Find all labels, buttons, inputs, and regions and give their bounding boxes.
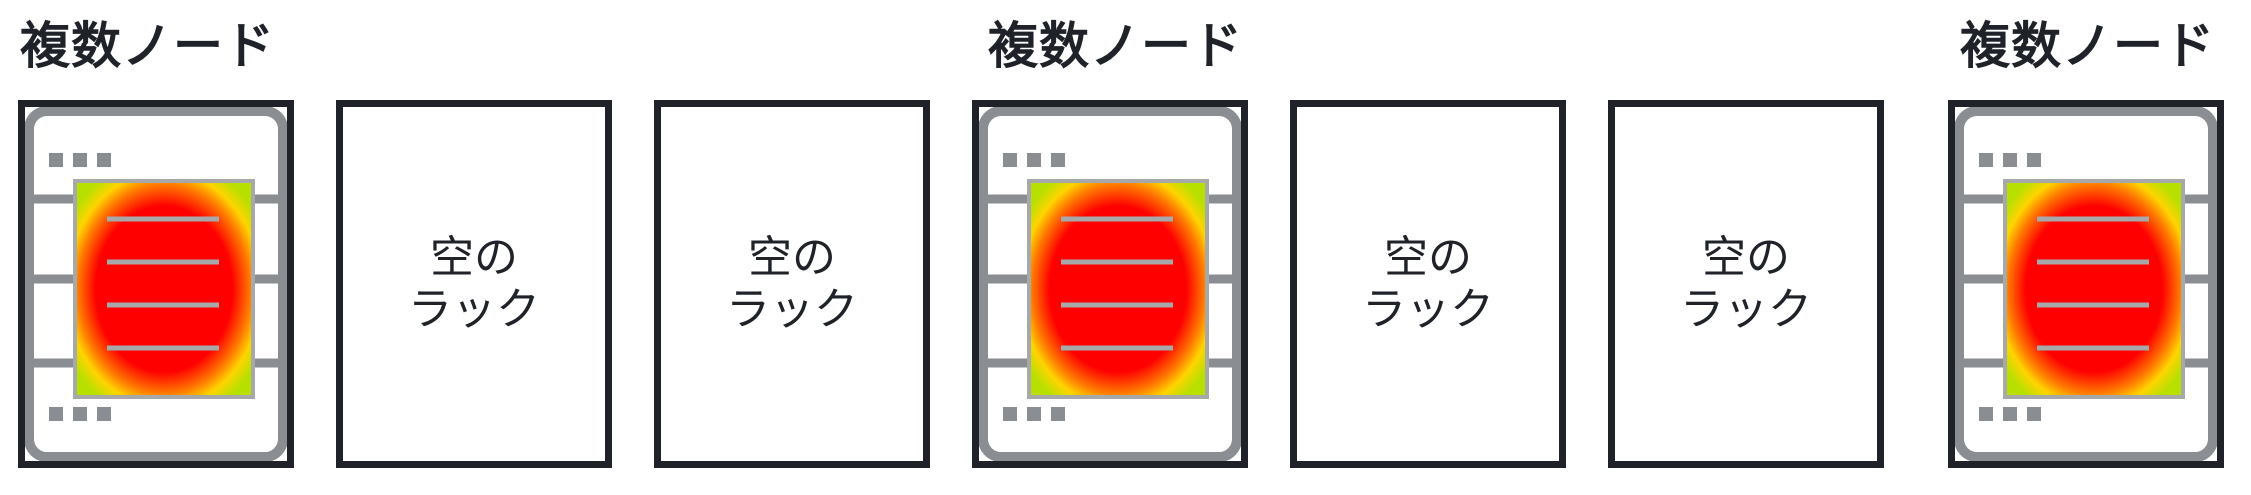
group-label-2: 複数ノード — [988, 17, 1243, 75]
group-label-3: 複数ノード — [1960, 17, 2215, 75]
rack-empty-3: 空のラック — [1290, 100, 1566, 468]
rack-server-2 — [972, 100, 1248, 468]
empty-rack-label: 空のラック — [1680, 232, 1812, 335]
empty-rack-label: 空のラック — [408, 232, 540, 335]
rack-empty-1: 空のラック — [336, 100, 612, 468]
rack-server-1 — [18, 100, 294, 468]
rack-empty-4: 空のラック — [1608, 100, 1884, 468]
server-heatmap-icon — [979, 107, 1241, 461]
server-heatmap-icon — [1955, 107, 2217, 461]
rack-empty-2: 空のラック — [654, 100, 930, 468]
group-label-1: 複数ノード — [20, 17, 275, 75]
empty-rack-label: 空のラック — [1362, 232, 1494, 335]
empty-rack-label: 空のラック — [726, 232, 858, 335]
rack-server-3 — [1948, 100, 2224, 468]
server-heatmap-icon — [25, 107, 287, 461]
